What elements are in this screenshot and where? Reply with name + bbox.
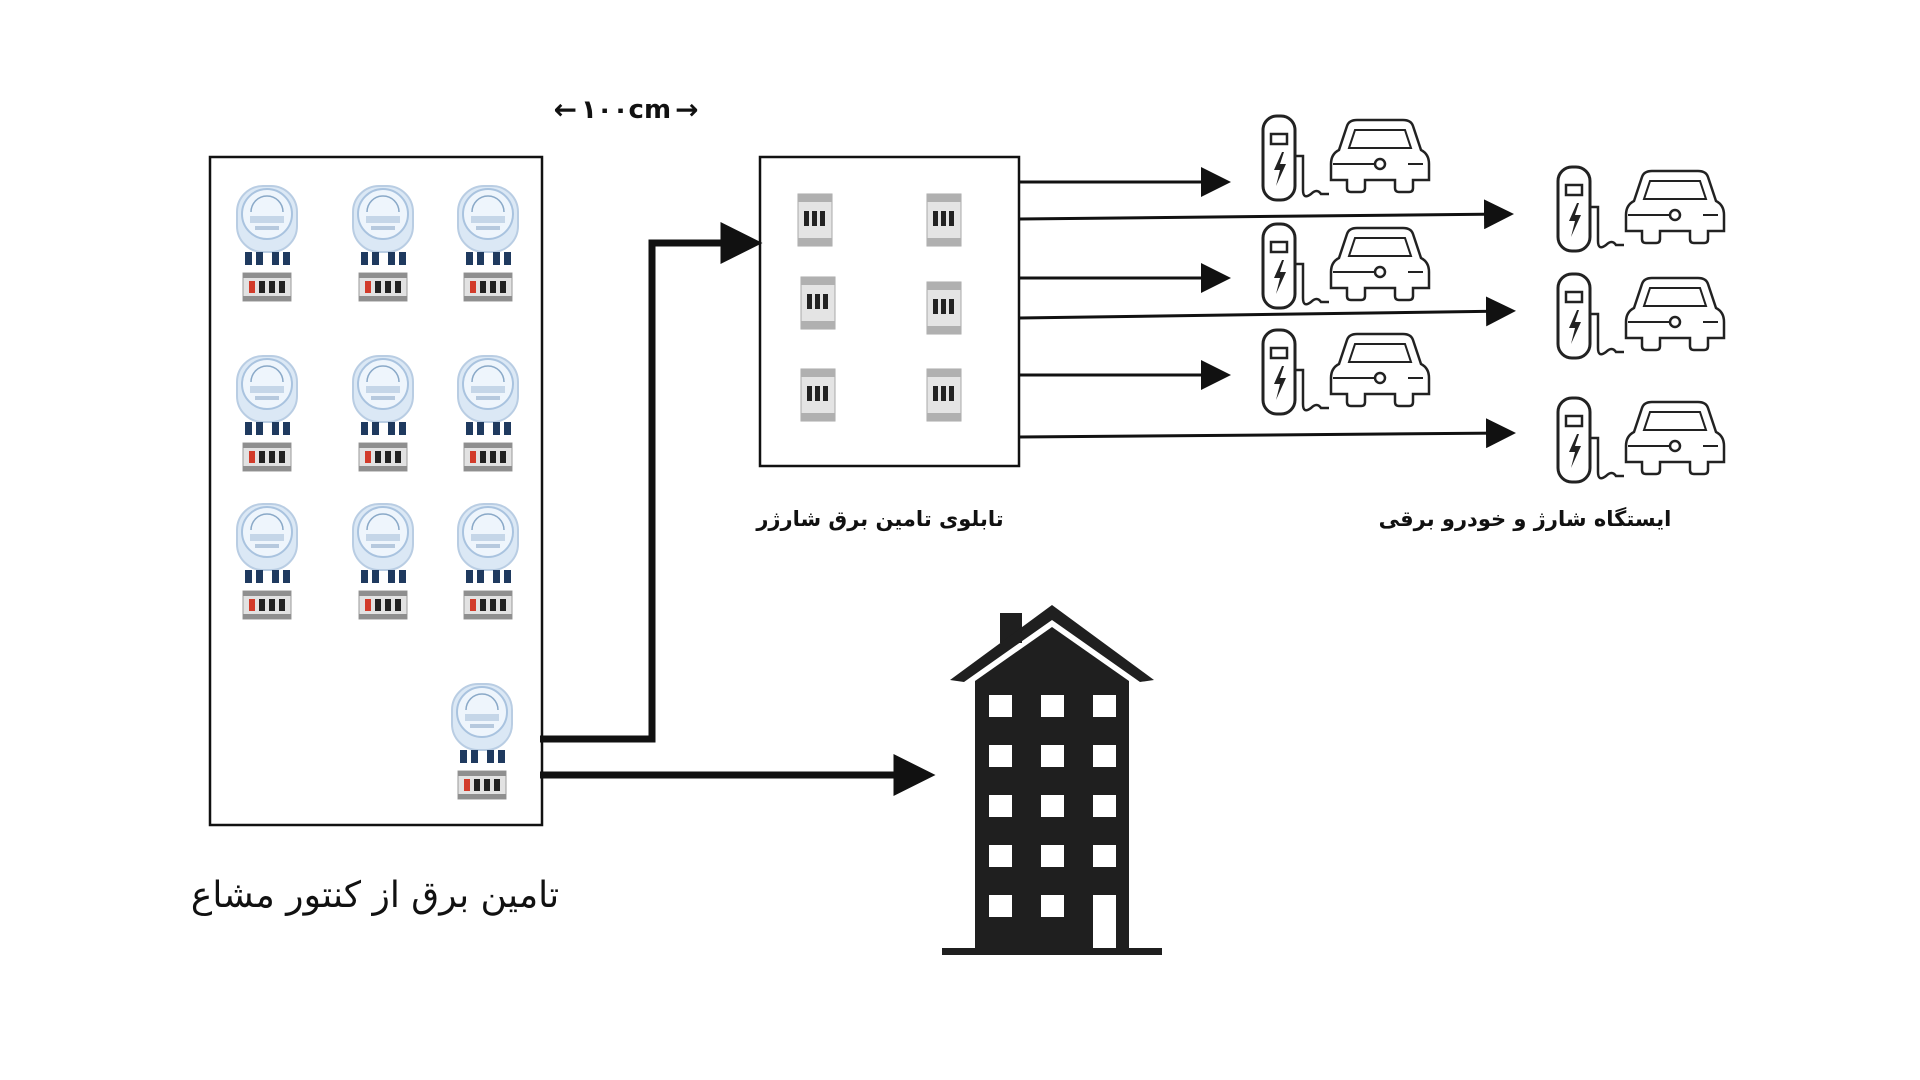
ev-charger-car-icon bbox=[1556, 165, 1726, 253]
dimension-label: ← ۱۰۰cm → bbox=[536, 95, 716, 125]
dimension-text: ۱۰۰cm bbox=[580, 95, 672, 125]
electric-meter-icon bbox=[457, 355, 519, 472]
charger-panel bbox=[758, 155, 1021, 468]
circuit-breaker-icon bbox=[800, 276, 836, 330]
charger-panel-label: تابلوی تامین برق شارژر bbox=[756, 507, 1004, 531]
dimension-arrow-left: ← bbox=[553, 93, 577, 126]
station-feed-arrows bbox=[1018, 167, 1516, 449]
shared-meter-supply-label: تامین برق از کنتور مشاع bbox=[190, 875, 560, 916]
circuit-breaker-icon bbox=[926, 368, 962, 422]
shared-electric-meter-icon bbox=[451, 683, 513, 800]
electric-meter-icon bbox=[352, 185, 414, 302]
ev-charger-car-icon bbox=[1261, 222, 1431, 310]
electric-meter-icon bbox=[352, 355, 414, 472]
feed-to-charger-panel-arrow bbox=[540, 222, 763, 743]
circuit-breaker-icon bbox=[926, 193, 962, 247]
ev-stations bbox=[1261, 114, 1726, 484]
electric-meter-icon bbox=[457, 503, 519, 620]
electric-meter-icon bbox=[457, 185, 519, 302]
ev-charger-car-icon bbox=[1261, 114, 1431, 202]
circuit-breaker-icon bbox=[797, 193, 833, 247]
shared-meter-board bbox=[208, 155, 544, 827]
ev-charger-car-icon bbox=[1556, 396, 1726, 484]
electric-meter-icon bbox=[236, 185, 298, 302]
apartment-building-icon bbox=[942, 605, 1162, 955]
charging-stations-label: ایستگاه شارژ و خودرو برقی bbox=[1378, 507, 1672, 531]
circuit-breaker-icon bbox=[926, 281, 962, 335]
dimension-arrow-right: → bbox=[675, 93, 699, 126]
ev-charger-car-icon bbox=[1261, 328, 1431, 416]
electric-meter-icon bbox=[352, 503, 414, 620]
electric-meter-icon bbox=[236, 355, 298, 472]
electric-meter-icon bbox=[236, 503, 298, 620]
ev-charger-car-icon bbox=[1556, 272, 1726, 360]
circuit-breaker-icon bbox=[800, 368, 836, 422]
